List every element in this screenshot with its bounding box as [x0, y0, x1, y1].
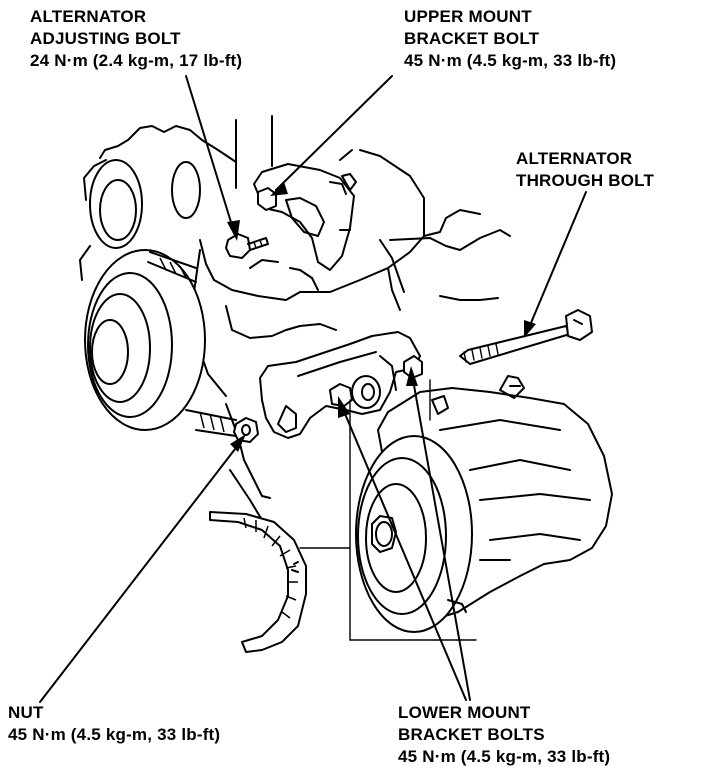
adjusting-bolt-name-line1: ALTERNATOR [30, 7, 147, 26]
drive-belt [209, 511, 307, 653]
nut [233, 417, 259, 443]
through-bolt-name-line2: THROUGH BOLT [516, 171, 655, 190]
adjusting-bolt-torque: 24 N·m (2.4 kg-m, 17 lb-ft) [30, 51, 243, 70]
alternator [355, 375, 613, 633]
lower-mount-bolts-name-line2: BRACKET BOLTS [398, 725, 545, 744]
leader-lines [39, 75, 587, 703]
alternator-through-bolt [459, 309, 593, 365]
lower-bracket-bolt-right [403, 355, 423, 379]
through-bolt-name-line1: ALTERNATOR [516, 149, 633, 168]
callout-lower-mount-bolts: LOWER MOUNT BRACKET BOLTS 45 N·m (4.5 kg… [398, 702, 610, 768]
engine-block-outline [83, 115, 511, 521]
upper-mount-bolt-torque: 45 N·m (4.5 kg-m, 33 lb-ft) [404, 51, 617, 70]
upper-mount-bolt-name-line1: UPPER MOUNT [404, 7, 532, 26]
nut-name-line1: NUT [8, 703, 44, 722]
upper-mount-bolt-head [257, 187, 277, 211]
assembly-guide-lines [299, 379, 477, 641]
adjusting-bolt [225, 233, 269, 259]
callout-upper-mount-bolt: UPPER MOUNT BRACKET BOLT 45 N·m (4.5 kg-… [404, 6, 616, 72]
nut-torque: 45 N·m (4.5 kg-m, 33 lb-ft) [8, 725, 221, 744]
upper-mount-bolt-name-line2: BRACKET BOLT [404, 29, 540, 48]
lower-bracket-bolt-left [329, 383, 353, 407]
adjusting-bolt-name-line2: ADJUSTING BOLT [30, 29, 181, 48]
callout-adjusting-bolt: ALTERNATOR ADJUSTING BOLT 24 N·m (2.4 kg… [30, 6, 242, 72]
callout-nut: NUT 45 N·m (4.5 kg-m, 33 lb-ft) [8, 702, 220, 746]
lower-mount-bolts-torque: 45 N·m (4.5 kg-m, 33 lb-ft) [398, 747, 611, 766]
lower-mount-bolts-name-line1: LOWER MOUNT [398, 703, 531, 722]
callout-through-bolt: ALTERNATOR THROUGH BOLT [516, 148, 654, 192]
crank-pulley [79, 159, 237, 437]
upper-mount-bracket [253, 163, 357, 271]
